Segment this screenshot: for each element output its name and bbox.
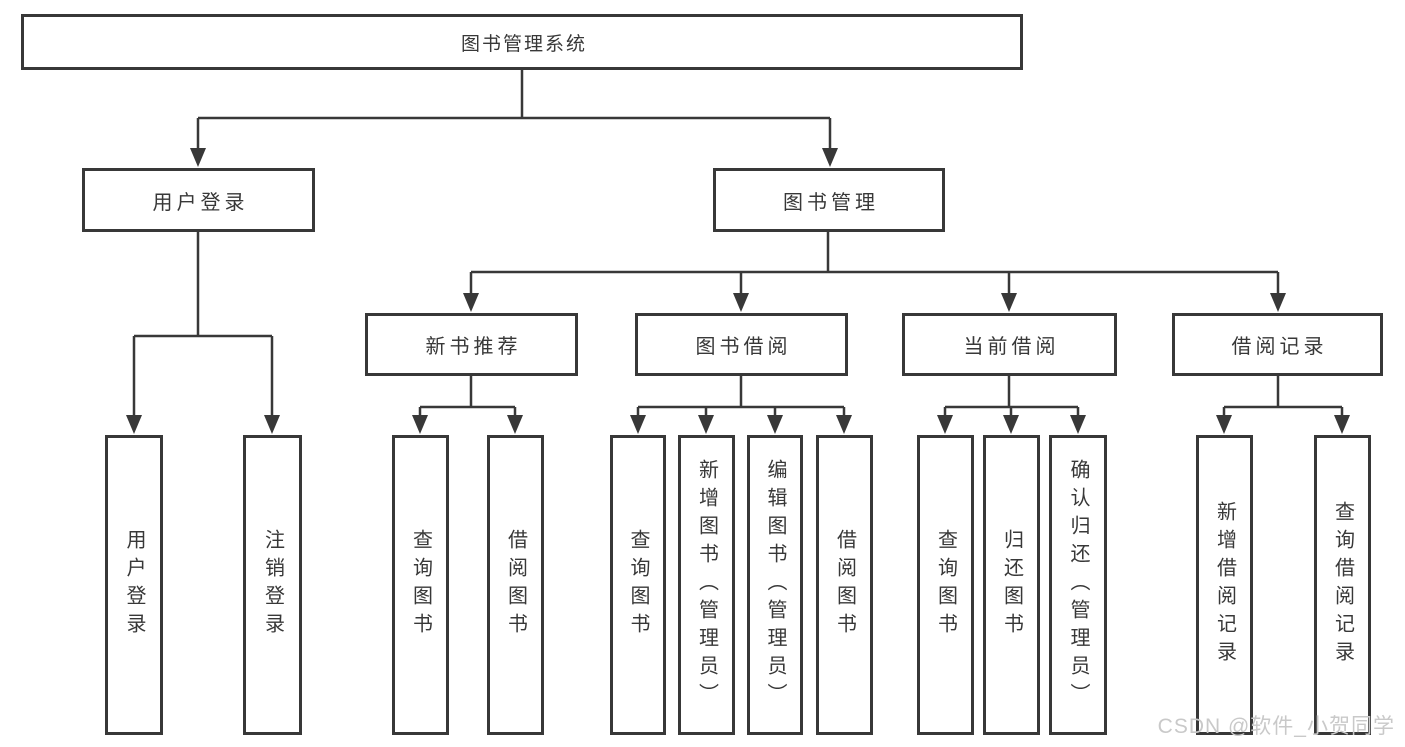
arrowhead-icon: [1334, 415, 1350, 434]
leaf-bb-query-books: 查询图书: [610, 435, 666, 735]
node-label: 新书推荐: [425, 336, 522, 358]
leaf-nb-query-books: 查询图书: [392, 435, 449, 735]
arrowhead-icon: [1001, 293, 1017, 312]
leaf-bb-edit-books-admin: 编辑图书（管理员）: [747, 435, 803, 735]
leaf-cb-confirm-return-admin: 确认归还（管理员）: [1049, 435, 1107, 735]
csdn-watermark: CSDN @软件_小贺同学: [1157, 715, 1395, 738]
node-label: 新增借阅记录: [1213, 501, 1236, 669]
arrowhead-icon: [767, 415, 783, 434]
node-label: 图书管理: [783, 191, 879, 214]
arrowhead-icon: [190, 148, 206, 167]
node-label: 借阅图书: [833, 529, 856, 641]
arrowhead-icon: [463, 293, 479, 312]
arrowhead-icon: [507, 415, 523, 434]
node-label: 归还图书: [1000, 529, 1023, 641]
node-label: 查询借阅记录: [1331, 501, 1354, 669]
node-label: 用户登录: [152, 191, 249, 214]
node-label: 新增图书（管理员）: [695, 459, 718, 711]
arrowhead-icon: [733, 293, 749, 312]
arrowhead-icon: [822, 148, 838, 167]
node-label: 注销登录: [261, 529, 284, 641]
leaf-br-query-record: 查询借阅记录: [1314, 435, 1371, 735]
leaf-cb-return-books: 归还图书: [983, 435, 1040, 735]
node-book-management: 图书管理: [713, 168, 945, 232]
node-label: 用户登录: [123, 529, 145, 641]
arrowhead-icon: [1216, 415, 1232, 434]
arrowhead-icon: [264, 415, 280, 434]
leaf-user-login: 用户登录: [105, 435, 163, 735]
node-book-borrow: 图书借阅: [635, 313, 848, 376]
node-label: 编辑图书（管理员）: [764, 459, 786, 711]
arrowhead-icon: [1270, 293, 1286, 312]
node-label: 借阅记录: [1231, 336, 1328, 358]
node-label: 查询图书: [934, 529, 957, 641]
node-borrow-records: 借阅记录: [1172, 313, 1383, 376]
arrowhead-icon: [1003, 415, 1019, 434]
node-user-login: 用户登录: [82, 168, 315, 232]
node-label: 借阅图书: [504, 529, 527, 641]
node-label: 查询图书: [627, 529, 649, 641]
node-label: 当前借阅: [963, 336, 1060, 358]
node-label: 确认归还（管理员）: [1067, 459, 1089, 711]
arrowhead-icon: [698, 415, 714, 434]
leaf-logout-login: 注销登录: [243, 435, 302, 735]
arrowhead-icon: [126, 415, 142, 434]
arrowhead-icon: [937, 415, 953, 434]
node-label: 图书管理系统: [460, 33, 587, 55]
node-current-borrow: 当前借阅: [902, 313, 1117, 376]
node-new-book-recommend: 新书推荐: [365, 313, 578, 376]
arrowhead-icon: [836, 415, 852, 434]
arrowhead-icon: [412, 415, 428, 434]
node-label: 图书借阅: [695, 336, 792, 358]
leaf-nb-borrow-books: 借阅图书: [487, 435, 544, 735]
node-label: 查询图书: [409, 529, 432, 641]
node-root-system: 图书管理系统: [21, 14, 1023, 70]
leaf-bb-add-books-admin: 新增图书（管理员）: [678, 435, 735, 735]
arrowhead-icon: [630, 415, 646, 434]
arrowhead-icon: [1070, 415, 1086, 434]
leaf-br-add-record: 新增借阅记录: [1196, 435, 1253, 735]
leaf-bb-borrow-books: 借阅图书: [816, 435, 873, 735]
leaf-cb-query-books: 查询图书: [917, 435, 974, 735]
